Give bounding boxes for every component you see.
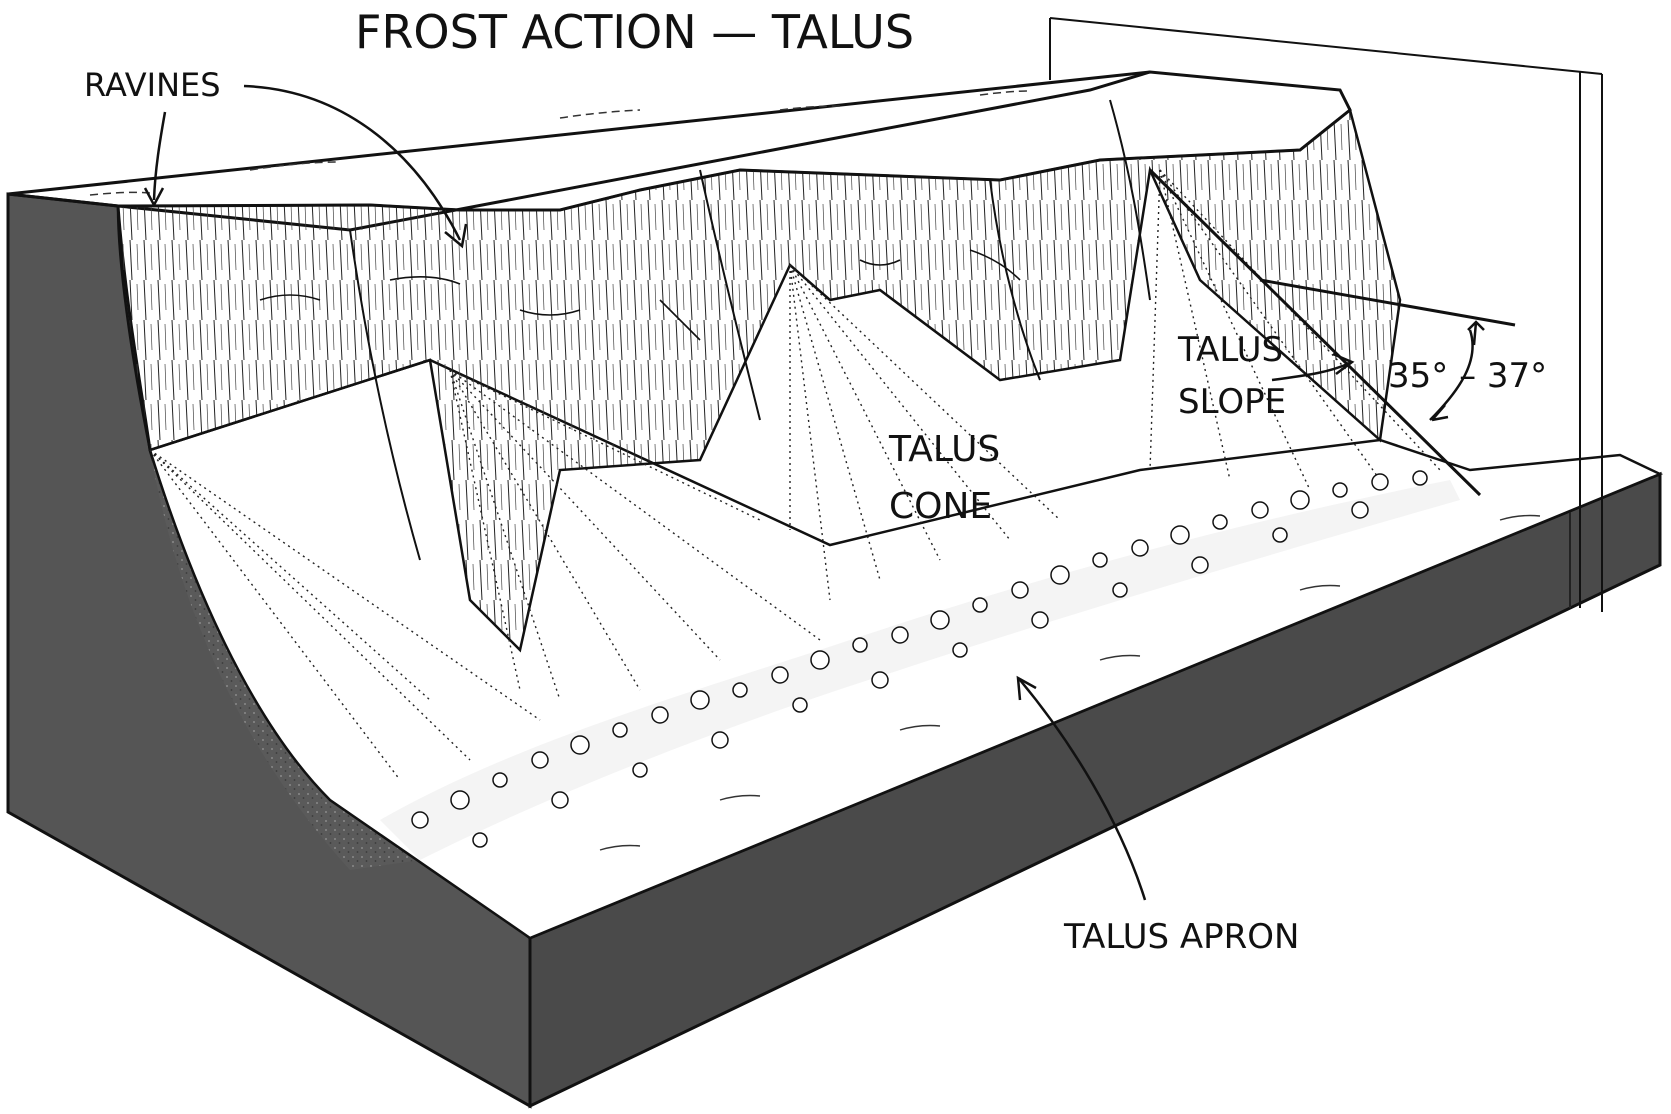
leader-arrows [143,84,1355,901]
talus-cone-3 [789,264,1061,601]
ravines-arrow-left [152,111,167,201]
diagram-title: FROST ACTION — TALUS [355,5,914,59]
label-talus-cone-line1: TALUS [888,429,1000,470]
angle-plane [1049,17,1603,612]
ravines-arrow-right [243,84,462,241]
talus-apron-arrow [1019,679,1147,901]
cliff-face [116,99,1402,653]
talus-slope-arrow [1271,361,1351,382]
slope-lines [1148,168,1516,497]
label-ravines: RAVINES [84,66,221,104]
label-talus-apron: TALUS APRON [1063,917,1300,957]
ground-marks [599,514,1541,851]
talus-cone-4 [1149,169,1441,491]
talus-cone-1 [149,449,541,781]
label-talus-slope-line2: SLOPE [1178,382,1286,422]
angle-arrow-top [1467,320,1485,346]
talus-cone-2 [449,369,821,701]
talus-apron-rubble [380,470,1460,860]
label-talus-slope-line1: TALUS [1177,330,1283,370]
angle-arrow-bottom [1431,404,1449,422]
label-angle: 35° – 37° [1388,356,1547,396]
label-talus-cone-line2: CONE [889,486,992,527]
